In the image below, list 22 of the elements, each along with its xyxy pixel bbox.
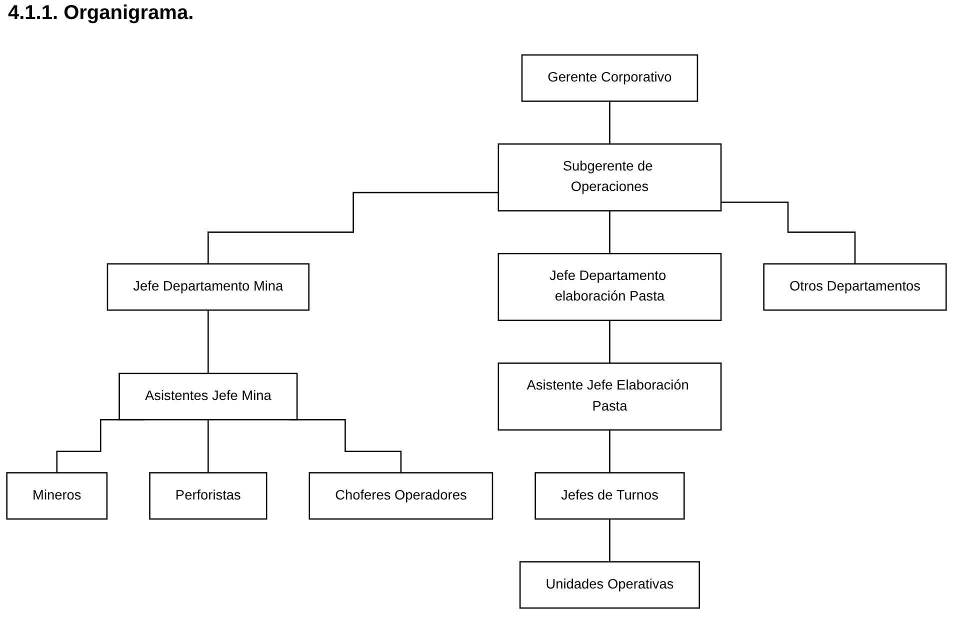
node-box: Jefe Departamento elaboración Pasta [498, 252, 722, 322]
connector [721, 202, 856, 264]
diagram-title: 4.1.1. Organigrama. [8, 2, 194, 25]
connector [208, 192, 498, 264]
node-box: Otros Departamentos [763, 263, 947, 311]
node-box: Jefe Departamento Mina [106, 263, 310, 311]
connector [609, 518, 610, 562]
connector [208, 309, 209, 374]
node-box: Choferes Operadores [308, 472, 494, 520]
node-box: Subgerente de Operaciones [498, 143, 722, 212]
node-box: Mineros [6, 472, 108, 520]
connector [609, 429, 610, 474]
node-box: Asistentes Jefe Mina [118, 372, 298, 420]
connector [609, 100, 610, 145]
node-box: Gerente Corporativo [521, 54, 698, 102]
node-box: Asistente Jefe Elaboración Pasta [498, 362, 722, 431]
connector [609, 320, 610, 364]
connector [609, 210, 610, 254]
node-box: Unidades Operativas [519, 561, 700, 609]
node-box: Perforistas [149, 472, 268, 520]
connector [208, 419, 209, 474]
node-box: Jefes de Turnos [534, 472, 685, 520]
